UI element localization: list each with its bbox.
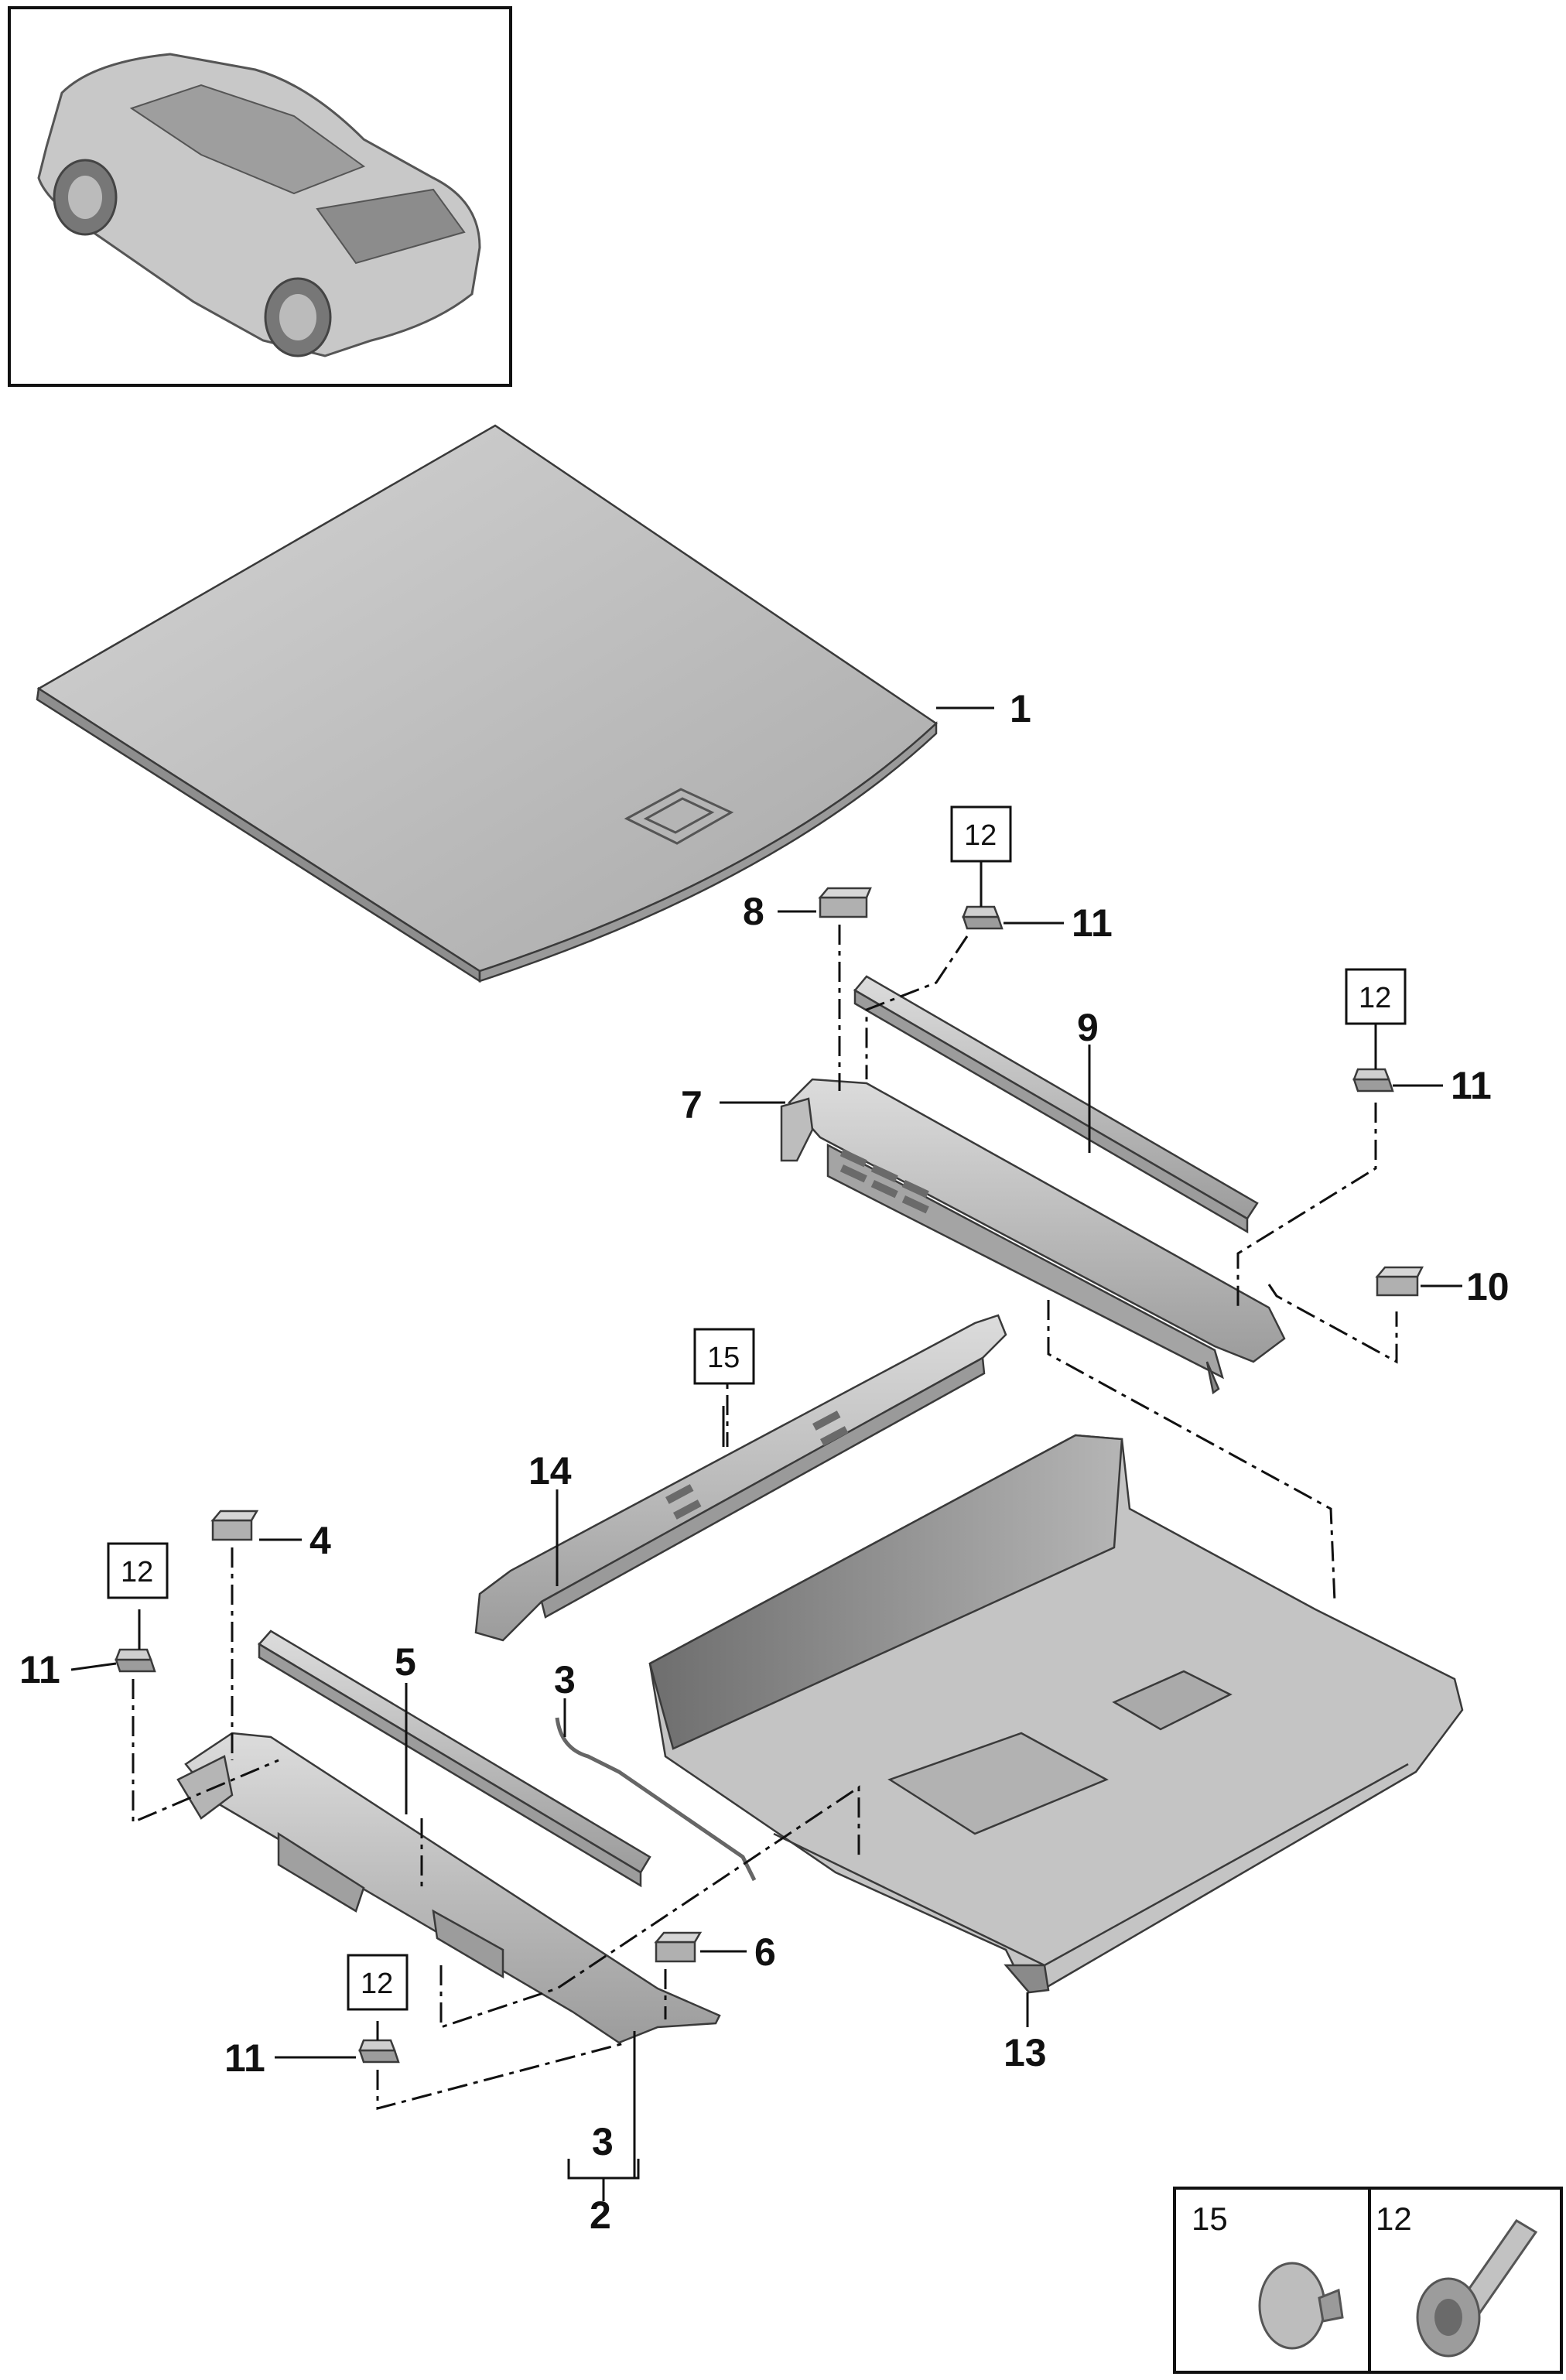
part-11-clip-d — [358, 2039, 400, 2064]
vent-slots — [839, 1149, 929, 1214]
part-3-wire — [555, 1717, 757, 1882]
callout-11: 11 — [224, 2036, 265, 2080]
rivet-icon — [1258, 2262, 1344, 2350]
assembly-lines — [132, 925, 1398, 2110]
part-10-cap — [1375, 1266, 1424, 1297]
part-4-cap — [210, 1510, 259, 1541]
callout-11: 11 — [19, 1648, 60, 1691]
boxed-ref-12: 12 — [361, 1968, 393, 2000]
callout-6: 6 — [754, 1930, 776, 1974]
part-1-floor-cover — [36, 424, 939, 983]
callout-10: 10 — [1466, 1265, 1510, 1308]
callout-1: 1 — [1010, 687, 1031, 730]
part-14-carrier-center — [474, 1314, 1007, 1642]
handle-recess-icon — [624, 788, 734, 845]
callout-5: 5 — [395, 1640, 416, 1684]
vehicle-thumbnail — [8, 6, 512, 387]
legend-label-12: 12 — [1376, 2200, 1412, 2237]
part-2-carrier-left — [176, 1732, 721, 2044]
part-11-clip-b — [1352, 1068, 1394, 1093]
leader-lines — [70, 706, 1462, 2201]
callout-3: 3 — [554, 1658, 576, 1701]
callout-2: 2 — [590, 2194, 611, 2237]
callout-11: 11 — [1072, 901, 1113, 945]
boxed-ref-12: 12 — [964, 819, 997, 852]
part-5-strip — [258, 1629, 651, 1888]
callout-11: 11 — [1451, 1064, 1492, 1107]
boxed-frames — [107, 805, 1407, 2011]
part-7-carrier-right — [780, 1078, 1286, 1395]
part-8-cap — [818, 887, 872, 918]
part-11-clip-a — [962, 905, 1004, 930]
callout-7: 7 — [681, 1083, 703, 1127]
callout-13: 13 — [1004, 2031, 1047, 2074]
boxed-ref-12: 12 — [1359, 982, 1391, 1014]
vehicle-illustration — [37, 53, 481, 357]
callout-9: 9 — [1077, 1006, 1099, 1049]
callout-14: 14 — [528, 1449, 572, 1493]
boxed-ref-15: 15 — [707, 1342, 740, 1374]
callout-3: 3 — [592, 2120, 614, 2163]
part-9-strip — [853, 975, 1259, 1234]
fastener-legend: 15 12 — [1173, 2187, 1563, 2374]
part-13-load-floor — [648, 1434, 1464, 1994]
callout-8: 8 — [743, 890, 764, 933]
part-6-cap — [654, 1931, 703, 1963]
screw-icon — [1416, 2218, 1538, 2358]
callout-4: 4 — [309, 1519, 331, 1562]
vent-slots-center — [665, 1411, 849, 1520]
legend-label-15: 15 — [1192, 2200, 1228, 2237]
part-11-clip-c — [115, 1648, 156, 1673]
boxed-ref-12: 12 — [121, 1556, 153, 1588]
